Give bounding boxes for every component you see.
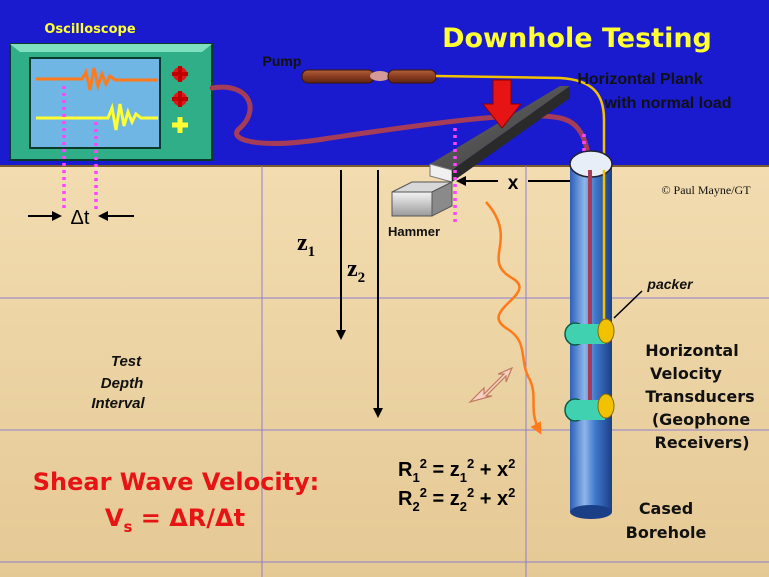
pump-body: [387, 69, 437, 84]
test-depth-line1: Test: [111, 353, 142, 370]
oscilloscope-bevel: [10, 44, 212, 52]
hydraulic-line: [435, 74, 606, 330]
pump: [301, 69, 437, 84]
horizontal-plank: [429, 86, 570, 183]
soil-grid: [0, 166, 769, 577]
plus-icon: [172, 66, 188, 82]
packer: [597, 318, 615, 344]
plus-icon: [172, 117, 188, 133]
packer: [597, 393, 615, 419]
hammer: [391, 181, 453, 217]
pump-coupling: [370, 71, 390, 81]
transducers-line3: Transducers: [645, 387, 754, 406]
double-arrow-icon: [467, 366, 514, 404]
packer-leader: [613, 290, 643, 319]
hammer-front: [391, 191, 433, 217]
page-title: Downhole Testing: [442, 23, 712, 54]
transducer-lower: [564, 393, 615, 422]
transducers-line2: Velocity: [650, 364, 722, 383]
pump-body: [301, 69, 375, 84]
borehole-bottom: [570, 505, 612, 519]
packer-label: packer: [646, 276, 694, 292]
hammer-label: Hammer: [388, 224, 440, 239]
timing-markers: [62, 86, 586, 222]
trace-1: [36, 67, 158, 92]
equation-r2: R22 = z22 + x2: [398, 485, 515, 514]
plank-label-line1: Horizontal Plank: [577, 71, 702, 88]
delta-t-label: Δt: [71, 207, 90, 229]
shear-wave-path: [485, 201, 542, 435]
hammer-side: [431, 181, 453, 217]
signal-cable: [209, 84, 593, 411]
geophone-body: [575, 324, 605, 344]
test-depth-line2: Depth: [101, 375, 144, 392]
arrow-icon: [481, 79, 523, 129]
formula-vs: Vs = ΔR/Δt: [105, 504, 245, 536]
z2-label: z2: [347, 256, 365, 286]
z1-label: z1: [297, 230, 315, 260]
plank-top: [430, 86, 570, 170]
pump-label: Pump: [263, 53, 302, 69]
formula-heading: Shear Wave Velocity:: [33, 468, 320, 496]
oscilloscope: [9, 43, 213, 161]
borehole-label-line2: Borehole: [626, 523, 707, 542]
trace-2: [36, 102, 158, 131]
soil-region: [0, 166, 769, 577]
transducer-upper: [564, 318, 615, 346]
copyright: © Paul Mayne/GT: [661, 183, 751, 197]
plank-label-line2: with normal load: [603, 95, 731, 112]
x-label: x: [508, 173, 519, 194]
test-depth-line3: Interval: [91, 395, 145, 412]
transducers-line5: Receivers): [655, 433, 750, 452]
oscilloscope-label: Oscilloscope: [44, 22, 135, 37]
equation-r1: R12 = z12 + x2: [398, 456, 515, 485]
plank-side: [452, 86, 570, 182]
geophone-body: [575, 400, 605, 420]
plus-icon: [172, 91, 188, 107]
transducers-line1: Horizontal: [645, 341, 738, 360]
borehole-label-line1: Cased: [639, 499, 693, 518]
transducers-line4: (Geophone: [652, 410, 751, 429]
